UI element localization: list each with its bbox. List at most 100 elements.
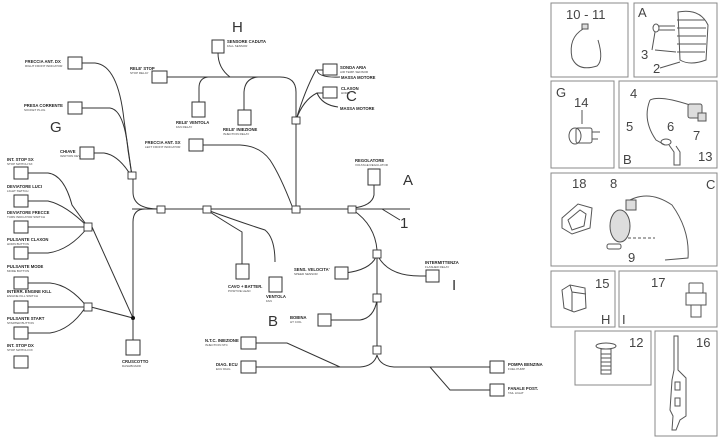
connector-cruscotto[interactable]: CRUSCOTTO DASHBOARD <box>122 339 149 368</box>
connector-chiave[interactable]: CHIAVE IGNITION KEY <box>60 146 95 160</box>
connector-intermittenza[interactable]: INTERMITTENZA FLASHER RELAY <box>425 260 459 283</box>
parts-panels: 10 - 11 A 3 2 G 14 <box>550 2 718 437</box>
fall-sensor-icon <box>561 284 587 313</box>
connector-label: RELE' VENTOLA <box>176 120 209 125</box>
panel-harness-clip[interactable]: 16 <box>654 330 718 437</box>
part-number: 9 <box>628 250 635 265</box>
connector-sublabel: INJECTION NTC <box>205 343 229 347</box>
harness-callout-line <box>381 208 401 221</box>
panel-screw[interactable]: 12 <box>574 330 652 386</box>
zone-label-g: G <box>50 119 62 136</box>
connector-sens-velocita[interactable]: SENS. VELOCITA' SPEED SENSOR <box>294 266 349 280</box>
panel-zone-letter: H <box>601 312 610 327</box>
connector-rele-ventola[interactable]: RELE' VENTOLA FAN RELAY <box>176 101 209 129</box>
connector-cavo-batter[interactable]: CAVO + BATTER. POSITIVE LEAD <box>228 263 262 293</box>
connector-ventola[interactable]: VENTOLA FAN <box>266 276 286 303</box>
connector-sublabel: RIGHT FRONT INDICATOR <box>25 64 63 68</box>
connector-label: VENTOLA <box>266 294 286 299</box>
connector-presa-corrente[interactable]: PRESA CORRENTE SOCKET PLUG <box>24 101 83 115</box>
connector-claxon[interactable]: CLAXON HORN <box>322 86 359 99</box>
wire-pulsante-claxon <box>28 226 89 254</box>
panel-ignition-coil[interactable]: B 4 5 6 7 13 <box>618 80 718 169</box>
screw-icon <box>595 342 617 375</box>
connector-sublabel: STARTER BUTTON <box>7 321 34 325</box>
part-number: 10 - 11 <box>566 7 606 22</box>
connector-deviatore-frecce[interactable]: DEVIATORE FRECCE TURN INDICATOR SWITCH <box>7 210 50 234</box>
connector-label: SENSORE CADUTA <box>227 39 266 44</box>
panel-horn[interactable]: C 18 8 9 <box>550 172 718 267</box>
junction-node <box>291 116 301 125</box>
connector-sublabel: STOP RELAY <box>130 71 149 75</box>
connector-label: REGOLATORE <box>355 158 384 163</box>
connector-pompa-benzina[interactable]: POMPA BENZINA FUEL PUMP <box>489 360 543 374</box>
ground-massa-motore-2: MASSA MOTORE <box>340 106 375 111</box>
connector-label: PRESA CORRENTE <box>24 103 63 108</box>
wire-bobina <box>330 299 378 321</box>
connector-sublabel: HORN <box>341 91 350 95</box>
connector-regolatore[interactable]: REGOLATORE VOLTAGE REGULATOR <box>355 158 389 186</box>
wire-deviatore-luci <box>28 200 89 228</box>
cable-clamp-icon <box>570 23 602 69</box>
part-number: 2 <box>653 61 660 76</box>
connector-sublabel: STOP SWITCH SX <box>7 162 33 166</box>
connector-bobina[interactable]: BOBINA HT COIL <box>290 313 332 327</box>
panel-zone-letter: C <box>706 177 715 192</box>
part-number: 16 <box>696 335 710 350</box>
connector-int-stop-sx[interactable]: INT. STOP SX STOP SWITCH SX <box>7 157 34 180</box>
connector-pulsante-claxon[interactable]: PULSANTE CLAXON HORN BUTTON <box>7 237 48 260</box>
wire-sonda-aria <box>295 69 325 121</box>
panel-fall-sensor[interactable]: 15 H <box>550 270 616 328</box>
connector-freccia-ant-dx[interactable]: FRECCIA ANT. DX RIGHT FRONT INDICATOR <box>25 56 83 70</box>
connector-sublabel: HORN BUTTON <box>7 242 29 246</box>
connector-sublabel: LEFT FRONT INDICATOR <box>145 145 181 149</box>
wire-pulsante-mode <box>28 282 88 308</box>
connector-sublabel: ENGINE KILL SWITCH <box>7 294 38 298</box>
wire-massa-1 <box>316 69 341 78</box>
zone-label-c: C <box>346 88 357 105</box>
wire-intermittenza <box>378 257 427 277</box>
panel-flasher-relay[interactable]: 17 I <box>618 270 718 328</box>
connector-sublabel: VOLTAGE REGULATOR <box>355 163 389 167</box>
connector-rele-stop[interactable]: RELE' STOP STOP RELAY <box>130 66 168 84</box>
connector-label: DEVIATORE FRECCE <box>7 210 50 215</box>
harness-clip-icon <box>669 335 687 431</box>
connector-label: N.T.C. INIEZIONE <box>205 338 239 343</box>
ground-massa-motore-1: MASSA MOTORE <box>341 75 376 80</box>
junction-nodes <box>83 116 382 355</box>
connector-sublabel: LIGHT SWITCH <box>7 189 28 193</box>
zone-label-h: H <box>232 19 243 36</box>
connector-fanale-post[interactable]: FANALE POST. TAIL LIGHT <box>489 383 538 397</box>
connector-sensore-caduta[interactable]: SENSORE CADUTA FALL SENSOR <box>211 39 266 54</box>
connector-label: PULSANTE MODE <box>7 264 44 269</box>
connector-sublabel: TAIL LIGHT <box>508 391 524 395</box>
part-number: 15 <box>595 276 609 291</box>
connector-interr-engine-kill[interactable]: INTERR. ENGINE KILL ENGINE KILL SWITCH <box>7 289 52 314</box>
connector-rele-iniezione[interactable]: RELE' INIEZIONE INJECTION RELAY <box>223 109 257 136</box>
wire-rele-stop <box>163 76 297 117</box>
ignition-coil-icon <box>646 97 707 166</box>
connector-ntc-iniezione[interactable]: N.T.C. INIEZIONE INJECTION NTC <box>205 336 257 350</box>
connector-sonda-aria[interactable]: SONDA ARIA AIR TEMP. SENSOR <box>322 63 369 76</box>
panel-voltage-regulator[interactable]: A 3 2 <box>633 2 718 78</box>
wire-ntc <box>256 342 341 368</box>
connector-label: PULSANTE START <box>7 316 45 321</box>
panel-power-socket[interactable]: G 14 <box>550 80 615 169</box>
connector-deviatore-luci[interactable]: DEVIATORE LUCI LIGHT SWITCH <box>7 184 42 208</box>
junction-node <box>347 205 357 214</box>
connector-pulsante-start[interactable]: PULSANTE START STARTER BUTTON <box>7 316 45 340</box>
harness-wires <box>28 52 490 391</box>
wire-presa-corrente <box>82 107 133 177</box>
connector-label: CHIAVE <box>60 149 76 154</box>
connector-freccia-ant-sx[interactable]: FRECCIA ANT. SX LEFT FRONT INDICATOR <box>145 138 204 152</box>
wire-chiave <box>90 152 131 175</box>
connector-label: INTERMITTENZA <box>425 260 459 265</box>
panel-zone-letter: A <box>638 5 647 20</box>
connector-int-stop-dx[interactable]: INT. STOP DX STOP SWITCH DX <box>7 343 34 369</box>
connector-pulsante-mode[interactable]: PULSANTE MODE MODE BUTTON <box>7 264 44 290</box>
panel-zone-letter: G <box>556 85 566 100</box>
connector-label: MASSA MOTORE <box>341 75 376 80</box>
part-number: 18 <box>572 176 586 191</box>
connector-diag-ecu[interactable]: DIAG. ECU ECU DIAG <box>216 360 257 374</box>
zone-label-b: B <box>268 313 278 330</box>
panel-cable-clamp[interactable]: 10 - 11 <box>550 2 629 78</box>
